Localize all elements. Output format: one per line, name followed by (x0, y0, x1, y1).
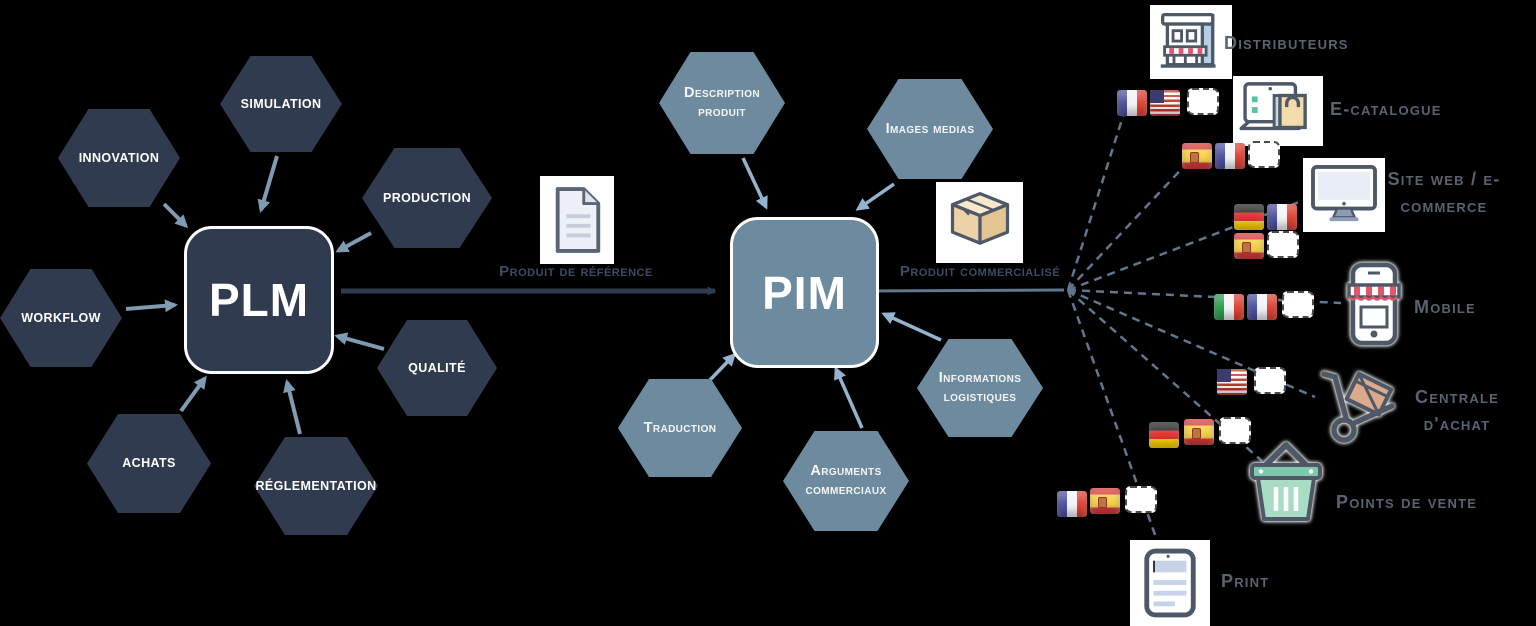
points-de-vente-label: Points de vente (1336, 492, 1478, 512)
mobile-store-icon (1346, 262, 1402, 346)
e-catalogue-label: E-catalogue (1330, 99, 1442, 119)
italy-flag-icon (1214, 294, 1244, 320)
plm-node-title: PLM (208, 274, 310, 326)
usa-flag-icon (1150, 90, 1180, 116)
mobile-label: Mobile (1414, 297, 1476, 317)
spain-flag-icon (1184, 419, 1214, 445)
hex-reglementation-label: RÉGLEMENTATION (255, 478, 377, 493)
spain-flag-icon (1090, 488, 1120, 514)
france-flag-icon (1117, 90, 1147, 116)
hex-informations-logistiques: Informations logistiques (917, 339, 1043, 437)
france-flag-icon (1215, 143, 1245, 169)
laptop-shopping-icon (1233, 76, 1323, 146)
pim-node-title: PIM (762, 266, 847, 319)
blank-flag-icon (1187, 88, 1219, 115)
germany-flag-icon (1234, 204, 1264, 230)
hex-simulation-label: SIMULATION (240, 96, 322, 111)
france-flag-icon (1057, 491, 1087, 517)
france-flag-icon (1267, 204, 1297, 230)
hex-innovation-label: INNOVATION (78, 150, 160, 165)
france-flag-icon (1247, 294, 1277, 320)
blank-flag-icon (1267, 231, 1299, 258)
blank-flag-icon (1282, 291, 1314, 318)
hex-traduction: Traduction (618, 379, 742, 477)
pim-node: PIM (730, 217, 879, 368)
reference-flow-label: Produit de référence (499, 263, 653, 280)
print-label: Print (1221, 571, 1270, 591)
hex-achats-label: ACHATS (122, 456, 176, 471)
spain-flag-icon (1182, 143, 1212, 169)
hex-qualite-label: QUALITÉ (408, 360, 466, 375)
hex-informations-logistiques-label: Informations logistiques (938, 370, 1022, 405)
print-icon (1130, 540, 1210, 626)
store-icon (1150, 5, 1232, 79)
hex-production-label: PRODUCTION (382, 190, 472, 205)
hex-images-medias-label: Images medias (885, 120, 975, 137)
basket-icon (1240, 440, 1332, 525)
centrale-achat-label: Centrale d'achat (1415, 387, 1499, 434)
hex-description-produit-label: Description produit (684, 85, 760, 120)
hex-qualite: QUALITÉ (377, 320, 497, 416)
hex-workflow: WORKFLOW (0, 269, 122, 367)
blank-flag-icon (1248, 141, 1280, 168)
distributeurs-label: Distributeurs (1224, 33, 1349, 53)
monitor-icon (1303, 158, 1385, 232)
blank-flag-icon (1125, 486, 1157, 513)
usa-flag-icon (1217, 369, 1247, 395)
spain-flag-icon (1234, 233, 1264, 259)
hex-workflow-label: WORKFLOW (21, 310, 101, 325)
hex-traduction-label: Traduction (643, 419, 717, 436)
package-icon (936, 182, 1023, 263)
hex-arguments-commerciaux-label: Arguments commerciaux (805, 463, 887, 498)
handtruck-icon (1312, 368, 1404, 454)
blank-flag-icon (1254, 367, 1286, 394)
germany-flag-icon (1149, 422, 1179, 448)
hex-description-produit: Description produit (659, 52, 785, 154)
document-icon (540, 176, 614, 264)
plm-node: PLM (184, 226, 334, 374)
commercialized-flow-label: Produit commercialisé (899, 263, 1061, 280)
blank-flag-icon (1219, 417, 1251, 444)
site-web-label: Site web / e-commerce (1387, 169, 1501, 216)
